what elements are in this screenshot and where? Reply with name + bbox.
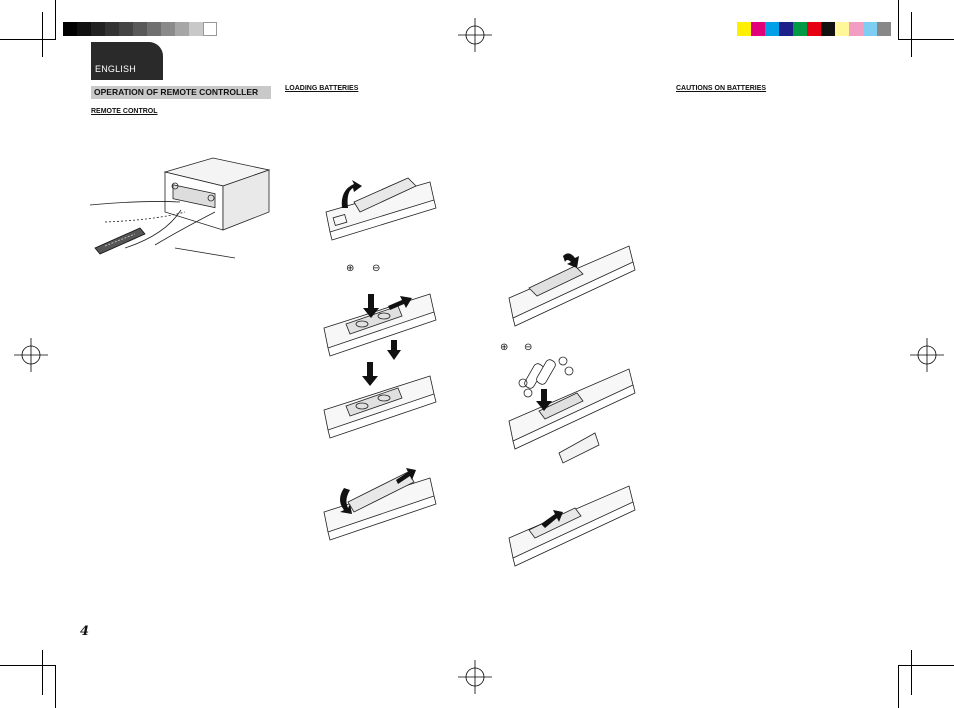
grayscale-swatch bbox=[189, 22, 203, 36]
cautions-on-batteries-heading: CAUTIONS ON BATTERIES bbox=[676, 85, 767, 92]
grayscale-swatch bbox=[91, 22, 105, 36]
section-title-bar: OPERATION OF REMOTE CONTROLLER bbox=[91, 86, 271, 99]
alt-plus-symbol: ⊕ bbox=[500, 342, 509, 353]
step2b-batteries-seated-illustration bbox=[323, 362, 437, 439]
color-swatch bbox=[793, 22, 807, 36]
registration-mark-top bbox=[458, 18, 492, 52]
section-title: OPERATION OF REMOTE CONTROLLER bbox=[94, 87, 259, 97]
remote-control-heading: REMOTE CONTROL bbox=[91, 108, 158, 115]
remote-range-illustration bbox=[89, 157, 271, 259]
color-swatch bbox=[849, 22, 863, 36]
alt-minus-symbol: ⊖ bbox=[524, 342, 533, 353]
alt-step1-open-cover-illustration bbox=[508, 245, 636, 327]
minus-symbol: ⊖ bbox=[372, 263, 381, 274]
language-tab-label: ENGLISH bbox=[95, 64, 136, 74]
grayscale-swatch bbox=[161, 22, 175, 36]
registration-mark-bottom bbox=[458, 660, 492, 694]
alt-step3-close-cover-illustration bbox=[508, 485, 636, 567]
page-number: 4 bbox=[80, 624, 90, 639]
alt-step2-insert-batteries-illustration bbox=[508, 356, 636, 464]
grayscale-swatch bbox=[175, 22, 189, 36]
grayscale-swatch bbox=[119, 22, 133, 36]
color-swatch bbox=[821, 22, 835, 36]
loading-batteries-heading: LOADING BATTERIES bbox=[285, 85, 359, 92]
color-swatch bbox=[751, 22, 765, 36]
grayscale-swatch bbox=[105, 22, 119, 36]
color-swatch bbox=[863, 22, 877, 36]
registration-mark-right bbox=[910, 338, 944, 372]
plus-symbol: ⊕ bbox=[346, 263, 355, 274]
step1-open-cover-illustration bbox=[325, 177, 437, 241]
grayscale-swatch bbox=[63, 22, 77, 36]
color-swatch bbox=[835, 22, 849, 36]
color-swatch bbox=[737, 22, 751, 36]
language-tab: ENGLISH bbox=[91, 42, 163, 80]
color-swatch bbox=[807, 22, 821, 36]
step2-insert-batteries-illustration bbox=[323, 293, 437, 357]
registration-mark-left bbox=[14, 338, 48, 372]
step3-close-cover-illustration bbox=[323, 468, 437, 541]
color-swatch bbox=[779, 22, 793, 36]
color-swatch bbox=[765, 22, 779, 36]
grayscale-swatch bbox=[203, 22, 217, 36]
grayscale-swatch bbox=[133, 22, 147, 36]
grayscale-swatch bbox=[147, 22, 161, 36]
color-swatch bbox=[877, 22, 891, 36]
grayscale-swatch bbox=[77, 22, 91, 36]
arrow-down-icon bbox=[387, 340, 401, 360]
